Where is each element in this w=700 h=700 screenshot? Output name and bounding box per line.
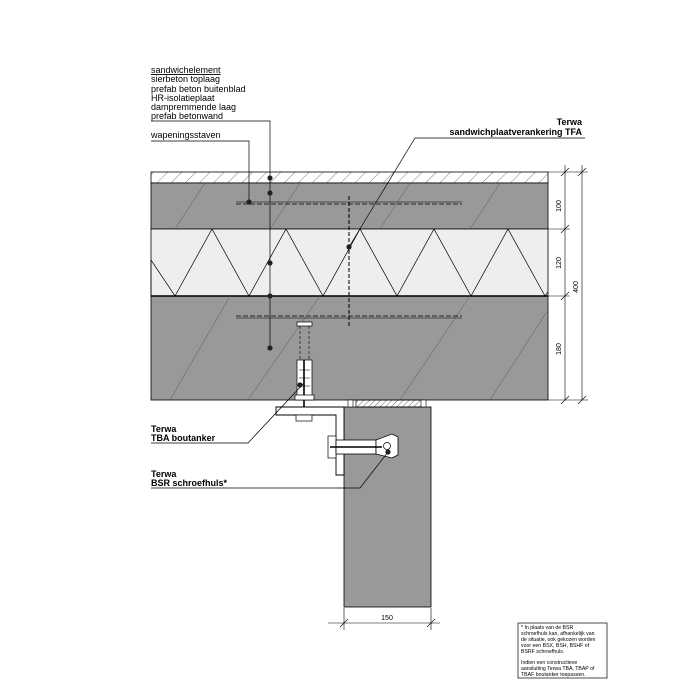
dim-total: 400	[573, 281, 580, 293]
bracket-nut	[295, 414, 313, 422]
layer-label-top: sierbeton toplaag	[151, 74, 220, 84]
insulation-zigzag	[150, 228, 549, 297]
bsr-brand-label: Terwa	[151, 469, 177, 479]
decorative-top-layer	[150, 171, 549, 184]
footnote-line: BSRF schroefhuls.	[521, 649, 564, 655]
footnote-line: TBAF boutanker toepassen.	[521, 672, 586, 678]
tfa-product-label: sandwichplaatverankering TFA	[449, 127, 582, 137]
leader-dots	[246, 175, 391, 455]
bearing-pad-end-left	[347, 399, 354, 408]
dim-outer-leaf: 100	[556, 200, 563, 212]
bearing-pad	[355, 399, 425, 408]
footnote-line: aansluiting Terwa TBA, TBAP of	[521, 666, 595, 672]
dim-insulation: 120	[556, 257, 563, 269]
tba-bolt-anchor	[294, 321, 315, 420]
horizontal-dimension-line	[328, 608, 440, 630]
footnote-line: schroefhuls kan, afhankelijk van	[521, 631, 595, 637]
footnote-line: Indien een constructieve	[521, 660, 577, 666]
dim-column-width: 150	[381, 615, 393, 622]
steel-angle-bracket	[275, 406, 345, 476]
leader-lines	[151, 120, 585, 489]
footnote-line: de situatie, ook gekozen worden	[521, 637, 596, 643]
bsr-product-label: BSR schroefhuls*	[151, 478, 228, 488]
footnote-box	[517, 622, 608, 679]
vertical-dimension-lines	[548, 165, 588, 405]
bsr-screw-sleeve	[327, 433, 399, 459]
layer-label-insulation: HR-isolatieplaat	[151, 93, 215, 103]
tba-product-label: TBA boutanker	[151, 433, 216, 443]
layer-label-title: sandwichelement	[151, 65, 221, 75]
dim-inner-leaf: 180	[556, 343, 563, 355]
bearing-pad-end-right	[420, 399, 427, 408]
rebar-label: wapeningsstaven	[150, 130, 221, 140]
layer-label-outer: prefab beton buitenblad	[151, 84, 246, 94]
tba-brand-label: Terwa	[151, 424, 177, 434]
layer-label-vapour: dampremmende laag	[151, 102, 236, 112]
tfa-brand-label: Terwa	[557, 117, 583, 127]
footnote-line: voor een BSX, BSH, BSHF of	[521, 643, 590, 649]
footnote-text: * In plaats van de BSR schroefhuls kan, …	[521, 625, 596, 678]
layer-label-wall: prefab betonwand	[151, 111, 223, 121]
footnote-line: * In plaats van de BSR	[521, 625, 573, 631]
